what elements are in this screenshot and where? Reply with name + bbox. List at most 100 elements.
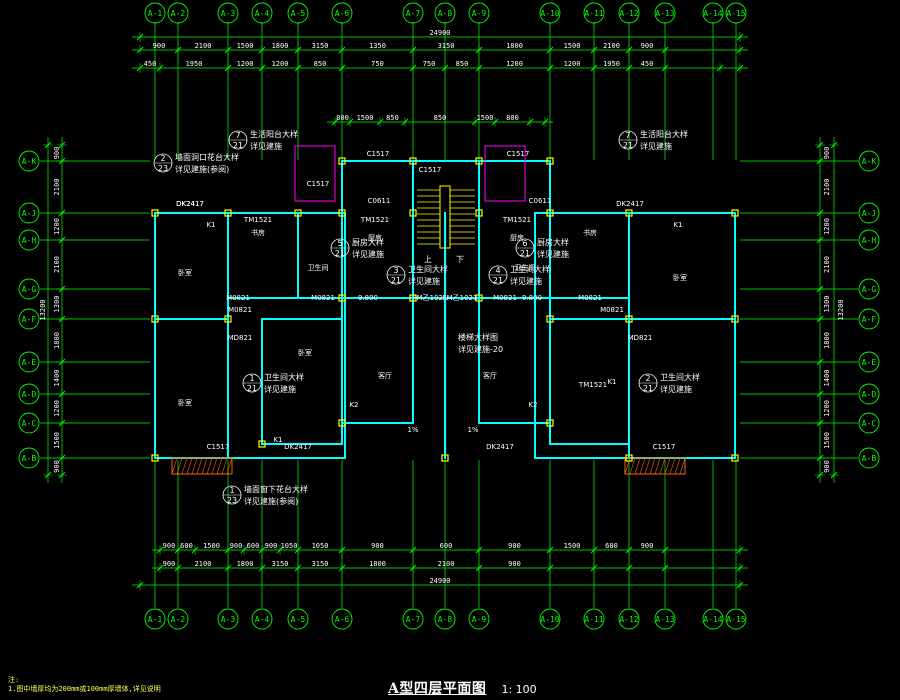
left-dim-value: 1200 (53, 218, 61, 235)
top-dim-row1-value: 3150 (438, 42, 455, 50)
detail-callout-title: 生活阳台大样 (640, 129, 688, 139)
room-study-left (227, 212, 299, 299)
axis-label-top: A-10 (540, 9, 559, 18)
window-label: DK2417 (486, 443, 514, 451)
window-label: DK2417 (616, 200, 644, 208)
planter-hatch (674, 457, 681, 475)
structural-column (294, 209, 302, 217)
axis-label-top: A-13 (655, 9, 674, 18)
axis-label-left: A-K (22, 157, 37, 166)
axis-bubble-bottom (167, 608, 189, 630)
top-dim-row3-value: 1500 (477, 114, 494, 122)
detail-callout-title: 厨房大样 (537, 237, 569, 247)
detail-callout-number: 1 (249, 374, 254, 383)
axis-label-bottom: A-14 (703, 615, 722, 624)
structural-column (546, 315, 554, 323)
structural-column (475, 209, 483, 217)
planter-hatch (649, 457, 656, 475)
planter-hatch (679, 457, 686, 475)
room-label: 客厅 (483, 371, 497, 380)
planter-hatch (654, 457, 661, 475)
axis-bubble-bottom (331, 608, 353, 630)
axis-bubble-right (858, 150, 880, 172)
axis-label-top: A-3 (221, 9, 236, 18)
door-label: M0821 (226, 294, 250, 302)
axis-bubble-bottom (702, 608, 724, 630)
left-dim-value: 1800 (53, 332, 61, 349)
axis-label-right: A-C (862, 419, 877, 428)
axis-label-bottom: A-4 (255, 615, 270, 624)
axis-label-right: A-K (862, 157, 877, 166)
axis-bubble-bottom (287, 608, 309, 630)
axis-bubble-top (331, 2, 353, 24)
window-label: TM1521 (502, 216, 531, 224)
bottom-dim-row2-value: 900 (163, 560, 176, 568)
axis-label-bottom: A-9 (472, 615, 487, 624)
axis-label-left: A-J (22, 209, 36, 218)
top-dim-row1-value: 3150 (312, 42, 329, 50)
structural-column (731, 454, 739, 462)
axis-label-bottom: A-8 (438, 615, 453, 624)
right-dim-total-value: 13200 (837, 299, 845, 320)
top-dim-row2-value: 850 (456, 60, 469, 68)
detail-callout-sheet: 21 (391, 276, 401, 285)
axis-label-right: A-D (862, 390, 877, 399)
structural-column (338, 209, 346, 217)
right-dim-value: 1500 (823, 432, 831, 449)
detail-callout-reference: 详见建施 (264, 384, 296, 394)
stair-up-label: 上 (424, 255, 432, 264)
top-dim-row3-value: 800 (336, 114, 349, 122)
axis-label-bottom: A-11 (584, 615, 603, 624)
axis-bubble-bottom (618, 608, 640, 630)
detail-callout-sheet: 23 (227, 496, 237, 505)
axis-label-left: A-F (22, 315, 37, 324)
detail-callout-reference: 详见建施 (510, 276, 542, 286)
structural-column (731, 209, 739, 217)
planter-hatch (226, 457, 233, 475)
room-label: 客厅 (378, 371, 392, 380)
detail-callout-title: 卫生间大样 (264, 372, 304, 382)
detail-callout-title: 墙面窗下花台大样 (244, 484, 308, 494)
top-dim-row2-value: 1200 (272, 60, 289, 68)
structural-column (151, 209, 159, 217)
axis-bubble-left (18, 351, 40, 373)
misc-label: K1 (673, 221, 682, 229)
planter-hatch (216, 457, 223, 475)
planter-hatch (629, 457, 636, 475)
window-label: DK2417 (284, 443, 312, 451)
axis-bubble-left (18, 278, 40, 300)
structural-column (409, 209, 417, 217)
detail-callout-title: 卫生间大样 (408, 264, 448, 274)
axis-label-top: A-1 (148, 9, 163, 18)
axis-bubble-bottom (144, 608, 166, 630)
door-label: M0821 (578, 294, 602, 302)
structural-column (151, 315, 159, 323)
axis-label-top: A-4 (255, 9, 270, 18)
planter-hatch (186, 457, 193, 475)
misc-label: C1517 (419, 166, 442, 174)
detail-callout-number: 1 (229, 486, 234, 495)
bottom-dim-row2-value: 3150 (312, 560, 329, 568)
structural-column (409, 294, 417, 302)
axis-bubble-top (434, 2, 456, 24)
detail-callout-number: 3 (393, 266, 398, 275)
stair-well (439, 185, 451, 249)
axis-bubble-bottom (468, 608, 490, 630)
bottom-dim-row1-value: 1500 (564, 542, 581, 550)
axis-bubble-bottom (434, 608, 456, 630)
axis-label-bottom: A-6 (335, 615, 350, 624)
planter-hatch (664, 457, 671, 475)
top-dim-row2-value: 1200 (237, 60, 254, 68)
right-dim-value: 1200 (823, 400, 831, 417)
left-dim-value: 1200 (53, 400, 61, 417)
right-dim-value: 1800 (823, 332, 831, 349)
axis-label-top: A-5 (291, 9, 306, 18)
top-dim-row3-value: 800 (506, 114, 519, 122)
axis-label-top: A-2 (171, 9, 186, 18)
note-line-2: 1.图中墙厚均为200mm或100mm厚墙体,详见说明 (8, 685, 161, 693)
detail-callout-title: 厨房大样 (352, 237, 384, 247)
axis-bubble-top (539, 2, 561, 24)
top-dim-row3-value: 850 (434, 114, 447, 122)
